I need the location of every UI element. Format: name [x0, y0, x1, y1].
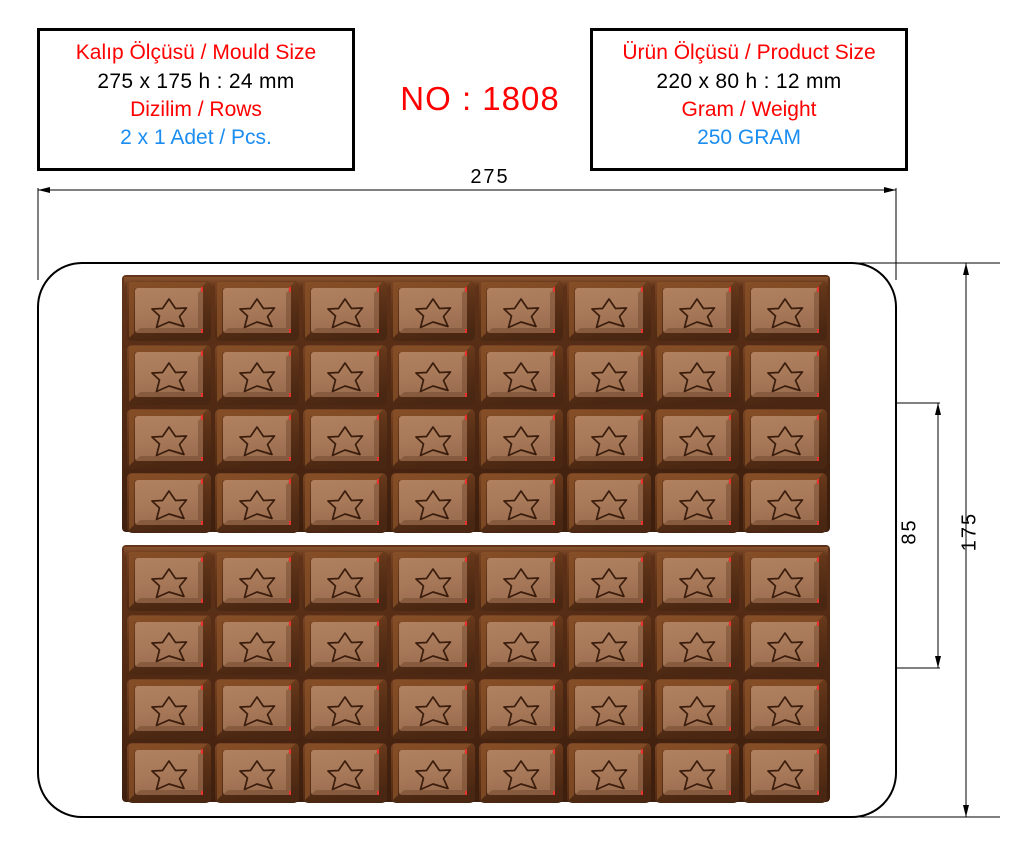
arrow-width-left [38, 187, 50, 193]
chocolate-cell [478, 472, 564, 534]
chocolate-cell [742, 472, 828, 534]
chocolate-cell [742, 678, 828, 740]
product-size-title: Ürün Ölçüsü / Product Size [622, 41, 876, 64]
chocolate-cell [302, 742, 388, 804]
chocolate-cell [302, 550, 388, 612]
product-weight-value: 250 GRAM [697, 126, 801, 150]
chocolate-cell [390, 742, 476, 804]
bar-upper-base [122, 275, 830, 532]
chocolate-cell [566, 742, 652, 804]
arrow-width-right [884, 187, 896, 193]
chocolate-cell [742, 408, 828, 470]
chocolate-cell [742, 280, 828, 342]
chocolate-cell [566, 678, 652, 740]
chocolate-cell [214, 742, 300, 804]
chocolate-cell [390, 280, 476, 342]
drawing-number-label: NO : 1808 [400, 80, 560, 117]
chocolate-cell [654, 280, 740, 342]
chocolate-cell [390, 678, 476, 740]
arrow-85-bottom [935, 656, 941, 668]
chocolate-cell [126, 742, 212, 804]
chocolate-cell [390, 550, 476, 612]
chocolate-cell [126, 614, 212, 676]
chocolate-cell [390, 614, 476, 676]
chocolate-cell [126, 472, 212, 534]
product-weight-label: Gram / Weight [681, 98, 817, 122]
chocolate-cell [126, 344, 212, 406]
chocolate-cell [302, 408, 388, 470]
chocolate-cell [478, 742, 564, 804]
dimension-height-label: 175 [958, 511, 981, 552]
chocolate-cell [654, 472, 740, 534]
chocolate-cell [214, 280, 300, 342]
chocolate-cell [566, 408, 652, 470]
chocolate-cell [566, 280, 652, 342]
chocolate-cell [214, 344, 300, 406]
chocolate-cell [566, 550, 652, 612]
dimension-width-label: 275 [470, 166, 510, 188]
chocolate-cell [566, 344, 652, 406]
chocolate-bar-upper [122, 275, 830, 534]
dimension-product-height-label: 85 [898, 518, 921, 545]
mould-size-title: Kalıp Ölçüsü / Mould Size [75, 41, 317, 64]
chocolate-cell [214, 408, 300, 470]
chocolate-cell [742, 550, 828, 612]
chocolate-cell [478, 280, 564, 342]
chocolate-cell [302, 472, 388, 534]
chocolate-cell [566, 614, 652, 676]
chocolate-cell [390, 408, 476, 470]
chocolate-cell [214, 472, 300, 534]
arrow-175-bottom [963, 805, 969, 817]
chocolate-cell [478, 678, 564, 740]
chocolate-cell [126, 280, 212, 342]
chocolate-cell [478, 344, 564, 406]
product-size-value: 220 x 80 h : 12 mm [656, 70, 842, 94]
chocolate-cell [214, 614, 300, 676]
bar-upper-highlight [124, 277, 828, 287]
mould-rows-label: Dizilim / Rows [130, 98, 262, 122]
chocolate-cell [126, 678, 212, 740]
product-size-info-box: Ürün Ölçüsü / Product Size 220 x 80 h : … [590, 28, 908, 171]
chocolate-bar-lower [122, 545, 830, 804]
chocolate-cell [654, 408, 740, 470]
chocolate-cell [654, 550, 740, 612]
arrow-85-top [935, 403, 941, 415]
chocolate-cell [302, 344, 388, 406]
chocolate-cell [302, 678, 388, 740]
mould-size-value: 275 x 175 h : 24 mm [97, 70, 295, 94]
arrow-175-top [963, 263, 969, 275]
chocolate-cell [654, 742, 740, 804]
chocolate-cell [302, 280, 388, 342]
chocolate-cell [654, 678, 740, 740]
chocolate-cell [478, 408, 564, 470]
chocolate-cell [742, 344, 828, 406]
chocolate-cell [214, 550, 300, 612]
bar-lower-highlight [124, 547, 828, 557]
chocolate-cell [478, 550, 564, 612]
chocolate-cell [654, 614, 740, 676]
chocolate-cell [742, 742, 828, 804]
chocolate-cell [390, 472, 476, 534]
chocolate-cell [126, 550, 212, 612]
bar-lower-base [122, 545, 830, 802]
mould-rows-value: 2 x 1 Adet / Pcs. [120, 126, 272, 150]
chocolate-cell [478, 614, 564, 676]
chocolate-cell [302, 614, 388, 676]
chocolate-cell [566, 472, 652, 534]
chocolate-cell [126, 408, 212, 470]
mould-size-info-box: Kalıp Ölçüsü / Mould Size 275 x 175 h : … [37, 28, 355, 171]
chocolate-cell [654, 344, 740, 406]
chocolate-cell [214, 678, 300, 740]
chocolate-cell [390, 344, 476, 406]
chocolate-cell [742, 614, 828, 676]
